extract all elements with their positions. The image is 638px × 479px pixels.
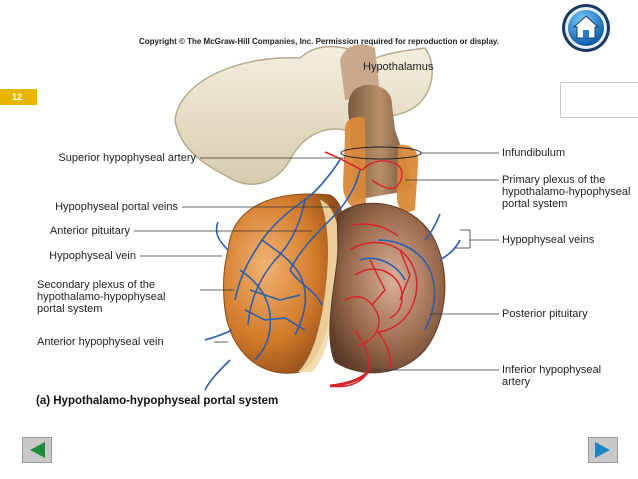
arrow-right-icon (595, 442, 610, 458)
label-hypophyseal-portal-veins: Hypophyseal portal veins (55, 201, 178, 213)
label-hypophyseal-veins: Hypophyseal veins (502, 234, 595, 246)
label-anterior-pituitary: Anterior pituitary (49, 225, 130, 237)
side-panel-box (560, 82, 638, 118)
label-infundibulum: Infundibulum (502, 147, 565, 159)
label-hypophyseal-vein: Hypophyseal vein (49, 250, 136, 262)
vein-network (204, 159, 461, 391)
home-icon (562, 4, 610, 52)
label-primary-plexus-line3: portal system (502, 198, 568, 210)
label-superior-hypophyseal-artery: Superior hypophyseal artery (58, 152, 196, 164)
home-button[interactable] (561, 3, 611, 53)
label-hypothalamus: Hypothalamus (363, 61, 434, 73)
arrow-left-icon (30, 442, 45, 458)
label-primary-plexus-line2: hypothalamo-hypophyseal (502, 186, 631, 198)
copyright-notice: Copyright © The McGraw-Hill Companies, I… (138, 37, 500, 46)
label-primary-plexus-line1: Primary plexus of the (502, 174, 606, 186)
label-secondary-plexus-line3: portal system (37, 303, 103, 315)
forward-button[interactable] (588, 437, 618, 463)
leader-lines (134, 152, 499, 371)
back-button[interactable] (22, 437, 52, 463)
label-posterior-pituitary: Posterior pituitary (502, 308, 588, 320)
slide-number: 12 (0, 89, 37, 105)
label-secondary-plexus-line1: Secondary plexus of the (37, 279, 156, 291)
label-inferior-hypophyseal-artery-line1: Inferior hypophyseal (502, 364, 602, 376)
figure-caption: (a) Hypothalamo-hypophyseal portal syste… (36, 395, 279, 407)
artery-network (324, 151, 418, 388)
label-secondary-plexus-line2: hypothalamo-hypophyseal (37, 291, 166, 303)
label-inferior-hypophyseal-artery-line2: artery (502, 376, 531, 388)
label-anterior-hypophyseal-vein: Anterior hypophyseal vein (37, 336, 164, 348)
